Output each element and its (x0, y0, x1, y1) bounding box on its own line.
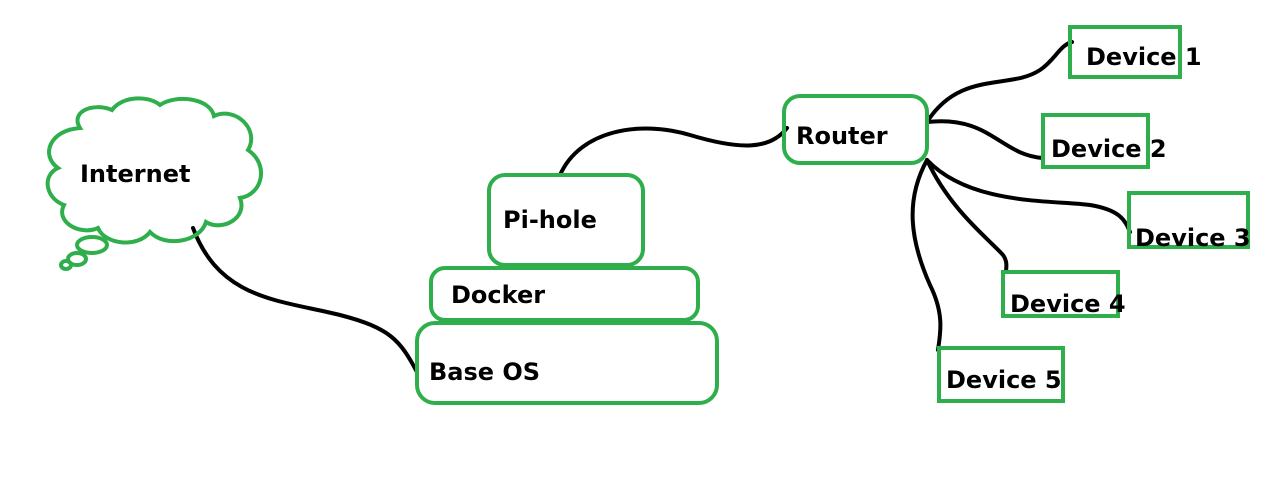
link-pihole-router (558, 126, 789, 177)
device-5-box (937, 346, 1065, 403)
link-router-device2 (925, 119, 1045, 160)
link-router-device4 (925, 158, 1009, 274)
device-3-box (1127, 191, 1250, 249)
link-router-device5 (910, 158, 943, 352)
device-1-box (1068, 25, 1182, 79)
base-os-label: Base OS (429, 358, 541, 386)
device-4-label: Device 4 (1010, 290, 1126, 318)
base-os-box (415, 321, 719, 405)
pihole-label: Pi-hole (503, 206, 597, 234)
router-label: Router (796, 122, 888, 150)
docker-label: Docker (451, 281, 546, 309)
device-5-label: Device 5 (946, 366, 1062, 394)
device-2-box (1041, 113, 1150, 169)
docker-box (429, 266, 700, 322)
link-internet-baseos (191, 226, 419, 374)
router-box (782, 94, 929, 165)
link-router-device3 (925, 158, 1132, 234)
device-4-box (1001, 270, 1120, 318)
pihole-box (487, 173, 645, 267)
internet-cloud (45, 96, 263, 271)
link-router-device1 (925, 40, 1074, 124)
device-2-label: Device 2 (1051, 135, 1167, 163)
device-3-label: Device 3 (1135, 224, 1251, 252)
internet-label: Internet (80, 160, 191, 188)
device-1-label: Device 1 (1086, 43, 1202, 71)
